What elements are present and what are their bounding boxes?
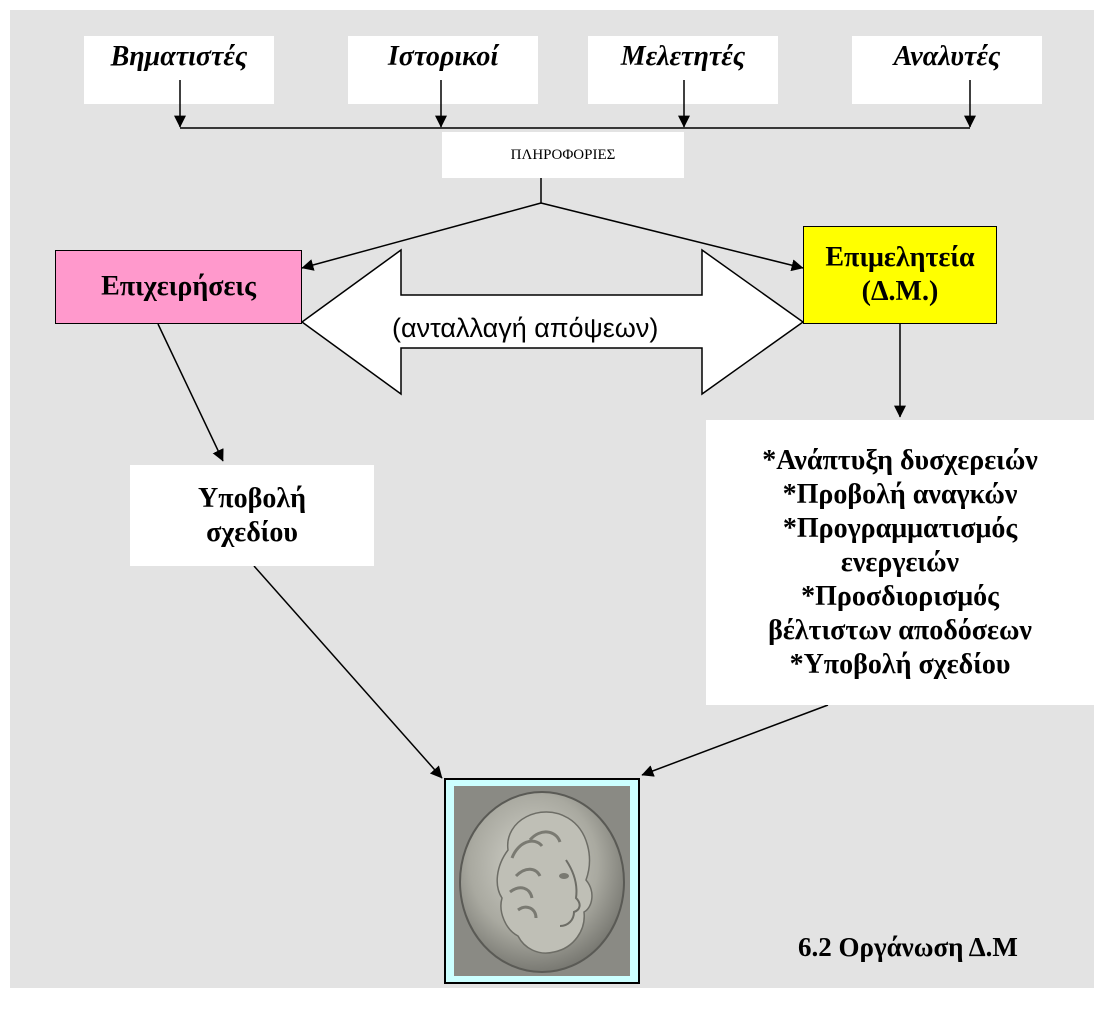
source-label: Αναλυτές [893, 41, 1001, 72]
submission-box: Υποβολή σχεδίου [130, 465, 374, 566]
logistics-label-line2: (Δ.Μ.) [861, 276, 939, 307]
submission-label-line2: σχεδίου [206, 516, 298, 548]
figure-caption: 6.2 Οργάνωση Δ.Μ [798, 932, 1018, 962]
information-label: ΠΛΗΡΟΦΟΡΙΕΣ [510, 146, 616, 163]
source-box-pacers: Βηματιστές [84, 36, 274, 104]
source-label: Μελετητές [620, 41, 746, 72]
task-line: *Προβολή αναγκών [782, 478, 1018, 510]
source-box-historians: Ιστορικοί [348, 36, 538, 104]
source-label: Ιστορικοί [387, 41, 499, 72]
task-line: *Ανάπτυξη δυσχερειών [762, 444, 1038, 476]
task-line: ενεργειών [840, 546, 960, 578]
task-line: *Προσδιορισμός [801, 580, 999, 612]
source-box-analysts: Αναλυτές [852, 36, 1042, 104]
coin-portrait-image [454, 786, 630, 976]
connector-arrow [157, 323, 224, 462]
operations-box: Επιχειρήσεις [55, 250, 302, 324]
connector-arrow [301, 202, 542, 271]
logistics-tasks-box: *Ανάπτυξη δυσχερειών *Προβολή αναγκών *Π… [706, 420, 1094, 705]
information-box: ΠΛΗΡΟΦΟΡΙΕΣ [442, 132, 684, 178]
submission-label-line1: Υποβολή [198, 482, 306, 514]
task-line: *Προγραμματισμός [782, 512, 1018, 544]
coin-image-frame [444, 778, 640, 984]
logistics-box: Επιμελητεία (Δ.Μ.) [803, 226, 997, 324]
connector-arrow [540, 202, 804, 272]
exchange-label: (ανταλλαγή απόψεων) [392, 313, 659, 343]
operations-label: Επιχειρήσεις [101, 271, 256, 302]
connector-arrow [253, 565, 443, 779]
task-line: βέλτιστων αποδόσεων [768, 614, 1032, 646]
task-line: *Υποβολή σχεδίου [789, 648, 1011, 680]
connector-arrow [641, 704, 829, 777]
source-box-scholars: Μελετητές [588, 36, 778, 104]
source-label: Βηματιστές [110, 41, 248, 72]
logistics-label-line1: Επιμελητεία [825, 242, 975, 273]
